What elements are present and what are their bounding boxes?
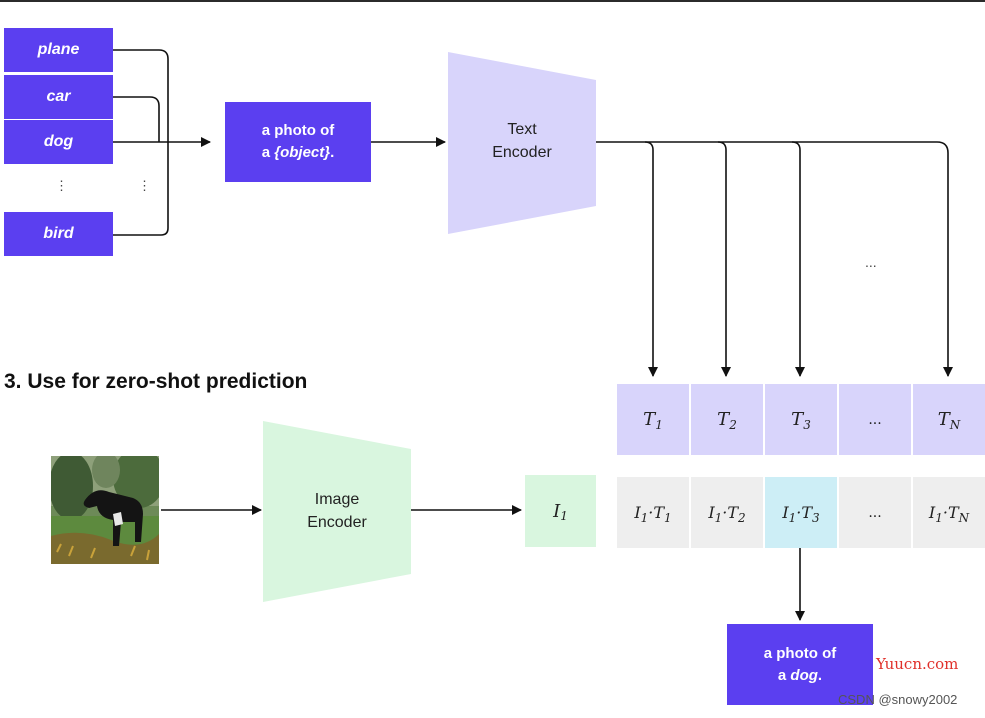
label-dog: dog bbox=[4, 120, 113, 164]
arrow-to-t3 bbox=[791, 141, 805, 377]
labels-ellipsis: ⋮ bbox=[55, 178, 68, 193]
arrow-to-t2 bbox=[717, 141, 731, 377]
prompt-line1: a photo of bbox=[261, 122, 335, 139]
top-border bbox=[0, 0, 985, 2]
label-plane: plane bbox=[4, 28, 113, 72]
section-title: 3. Use for zero-shot prediction bbox=[4, 370, 308, 393]
text-encoder-shape bbox=[448, 52, 596, 234]
embeddings-ellipsis: ... bbox=[865, 254, 877, 270]
bracket-plane bbox=[113, 49, 169, 236]
watermark-yuucn: Yuucn.com bbox=[876, 655, 959, 673]
input-dog-photo bbox=[51, 456, 159, 564]
result-object: dog bbox=[790, 666, 818, 684]
bracket-ellipsis: ⋮ bbox=[138, 178, 151, 193]
result-line1: a photo of bbox=[763, 644, 837, 662]
predicted-caption-box: a photo of a dog. bbox=[727, 624, 873, 705]
label-car: car bbox=[4, 75, 113, 119]
watermark-csdn: CSDN @snowy2002 bbox=[838, 692, 958, 707]
prompt-object-placeholder: {object} bbox=[274, 144, 331, 161]
bus-text-embeddings bbox=[596, 141, 949, 154]
image-encoder-shape bbox=[263, 421, 411, 602]
bracket-car bbox=[113, 96, 160, 142]
prompt-line2: a {object}. bbox=[261, 144, 335, 161]
result-line2: a dog. bbox=[777, 666, 823, 684]
text-embedding-ellipsis: ... bbox=[839, 384, 911, 455]
prompt-template-box: a photo of a {object}. bbox=[225, 102, 371, 182]
arrow-to-t1 bbox=[644, 141, 658, 377]
similarity-ellipsis: ... bbox=[839, 477, 911, 548]
label-bird: bird bbox=[4, 212, 113, 256]
